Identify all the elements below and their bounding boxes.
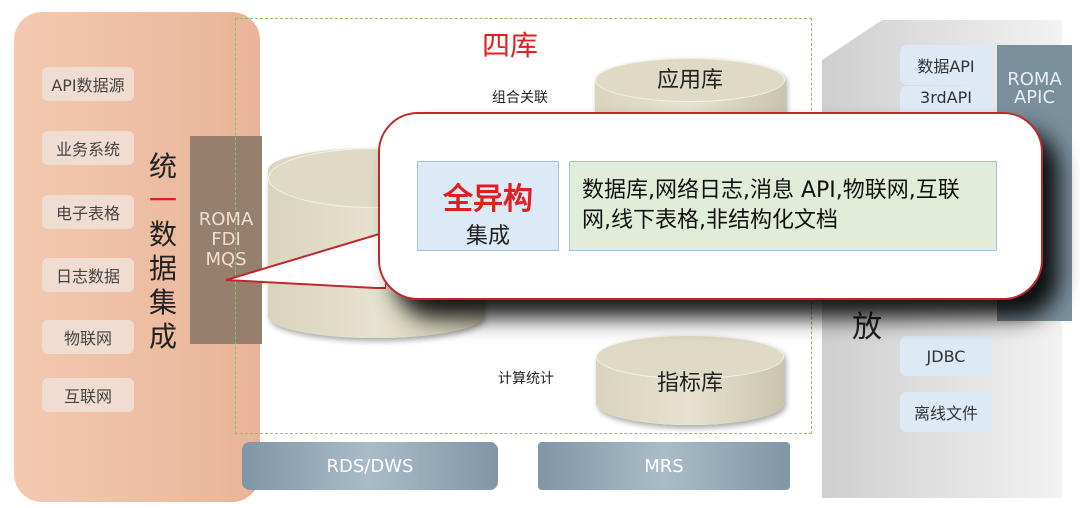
metric-db-label: 指标库 [656,371,723,396]
char: 统 [148,150,177,183]
output-data-api: 数据API [900,45,992,85]
callout-heading: 全异构 [443,182,533,217]
callout-subheading: 集成 [465,224,510,249]
compute-label: 计算统计 [498,371,554,387]
source-internet: 互联网 [42,378,134,412]
rds-dws-bar: RDS/DWS [242,442,498,490]
char: 数 [148,218,177,251]
output-jdbc: JDBC [900,336,992,376]
four-libraries-title: 四库 [482,29,539,62]
source-api: API数据源 [42,67,134,101]
char: 集 [148,286,177,319]
callout-pointer [226,230,386,289]
output-offline-files: 离线文件 [900,392,992,432]
line: APIC [1013,87,1056,108]
source-spreadsheet: 电子表格 [42,195,134,229]
open-label: 放 [852,310,882,345]
char: 一 [148,184,177,217]
char: 据 [148,252,177,285]
line: FDI [211,229,241,250]
source-business-system: 业务系统 [42,131,134,165]
unified-integration-label: 统 一 数 据 集 成 [145,150,181,354]
char: 成 [148,320,177,353]
line: ROMA [198,209,254,230]
source-iot: 物联网 [42,320,134,354]
combine-label: 组合关联 [492,90,548,106]
app-db-label: 应用库 [656,68,723,93]
mrs-bar: MRS [538,442,790,490]
line: MQS [205,249,247,270]
source-log-data: 日志数据 [42,258,134,292]
line: ROMA [1007,69,1062,90]
callout-description: 数据库,网络日志,消息 API,物联网,互联网,线下表格,非结构化文档 [569,161,997,251]
metric-db-cylinder: 指标库 [596,335,784,425]
heterogeneous-box: 全异构 集成 [417,161,559,251]
